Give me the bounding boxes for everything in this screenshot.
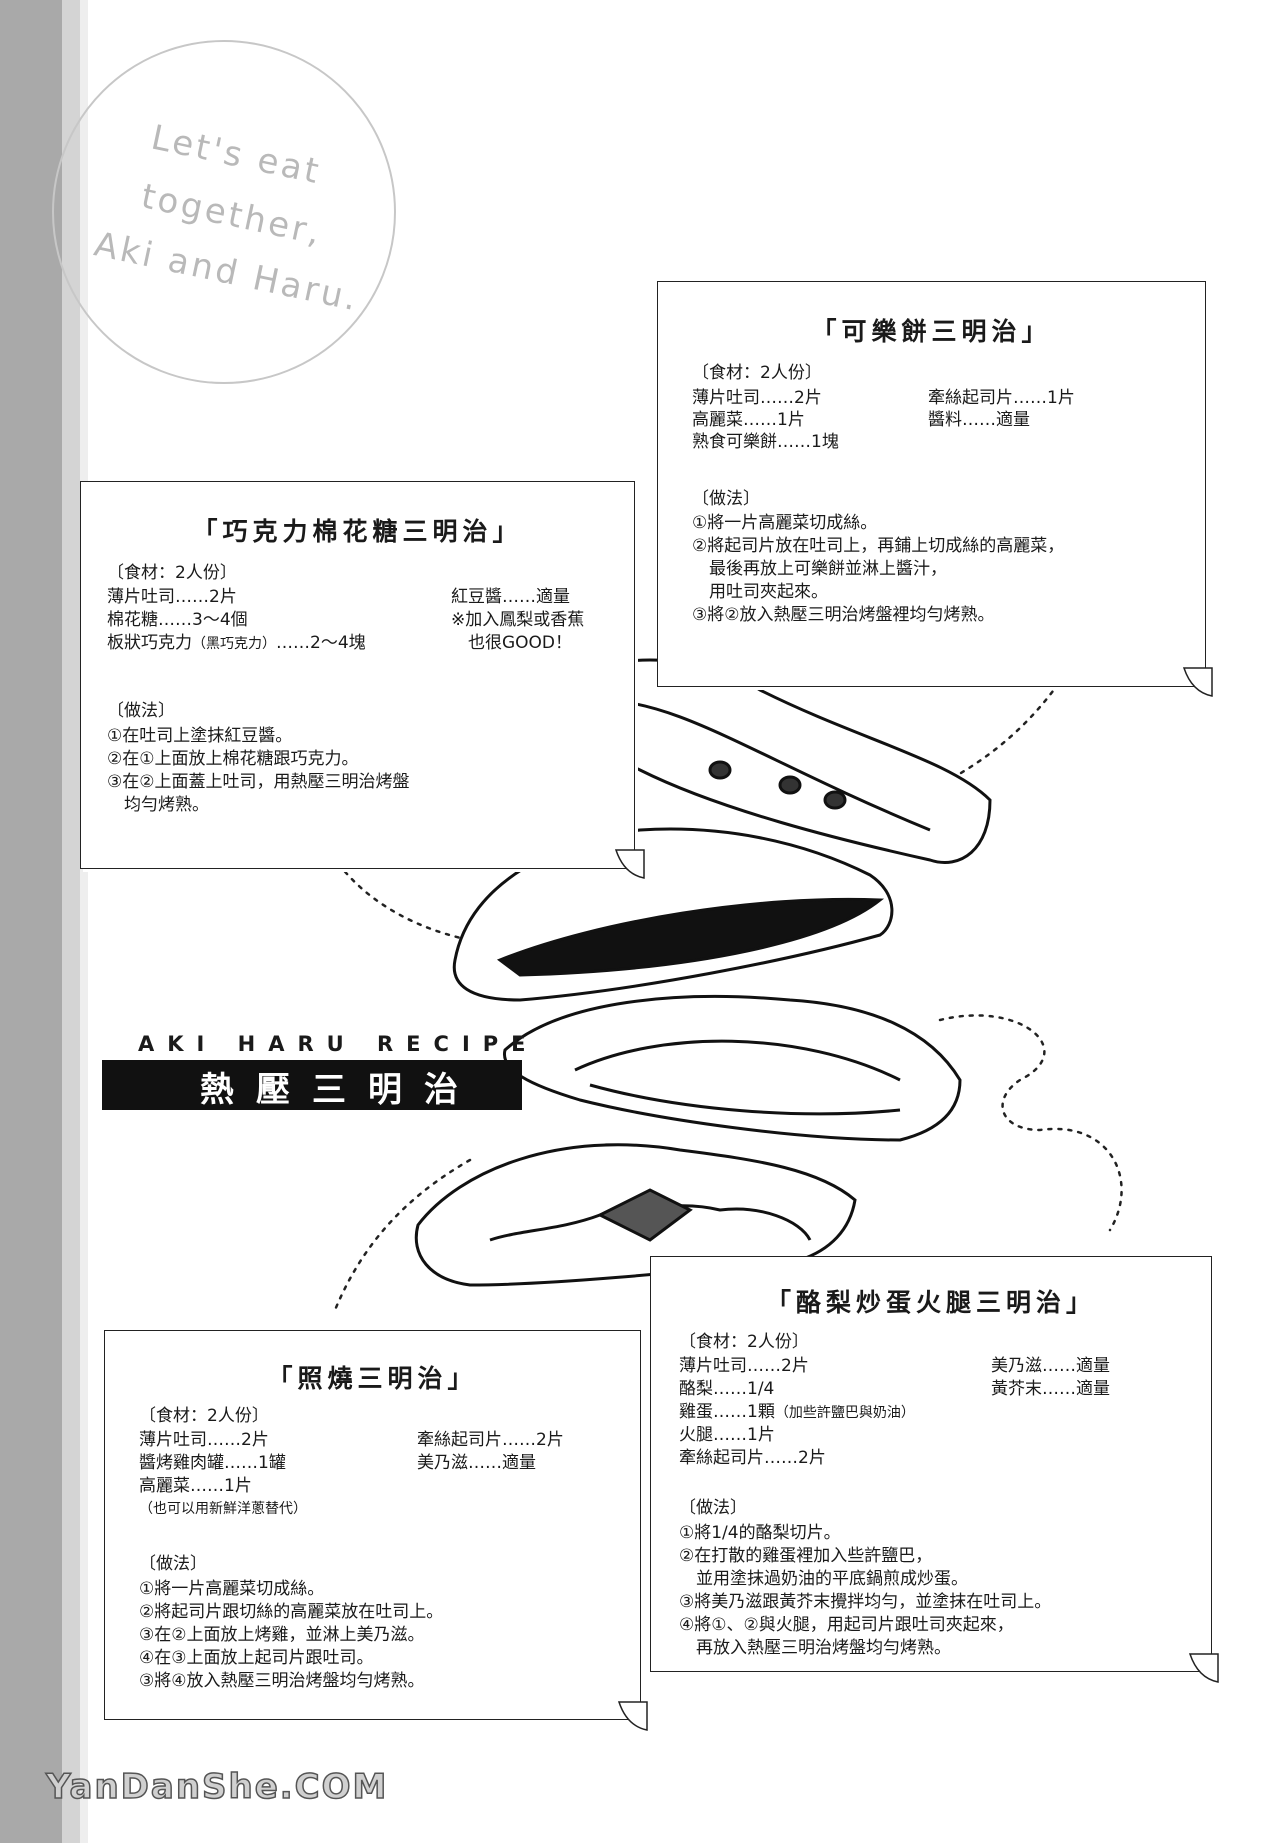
step-cola-4: 用吐司夾起來。 [692,582,828,602]
step-choco-3: ③在②上面蓋上吐司，用熱壓三明治烤盤 [107,772,410,792]
ingredient-cola-3: 熟食可樂餅……1塊 [692,432,839,452]
ingredient-teri-1: 薄片吐司……2片 [139,1430,269,1450]
step-teri-2: ②將起司片跟切絲的高麗菜放在吐司上。 [139,1602,444,1622]
step-cola-2: ②將起司片放在吐司上，再鋪上切成絲的高麗菜， [692,536,1065,556]
page-edge [0,0,62,1843]
method-header-avocado: 〔做法〕 [679,1498,747,1518]
step-avocado-1: ①將1/4的酪梨切片。 [679,1523,841,1543]
step-choco-4: 均勻烤熟。 [107,795,209,815]
step-teri-1: ①將一片高麗菜切成絲。 [139,1579,325,1599]
ingredients-header-teri: 〔食材：2人份〕 [139,1406,269,1426]
ingredients-header-cola: 〔食材：2人份〕 [692,363,822,383]
ingredient-cola-5: 醬料……適量 [928,410,1030,430]
recipe-label-english: AKI HARU RECIPE [138,1032,539,1056]
ingredient-avocado-6: 美乃滋……適量 [991,1356,1110,1376]
ingredient-cola-2: 高麗菜……1片 [692,410,805,430]
page-curl-icon [617,1701,648,1731]
page-edge-lighter [80,0,88,1843]
recipe-title-cola: 「可樂餅三明治」 [811,317,1052,346]
ingredient-teri-3: 高麗菜……1片 [139,1476,252,1496]
ingredient-choco-3-qty: ……2～4塊 [276,633,366,653]
method-header-choco: 〔做法〕 [107,701,175,721]
sandwich-teri [502,995,962,1142]
recipe-label-bar [102,1060,522,1110]
ingredient-choco-3-main: 板狀巧克力 [107,633,192,653]
ingredient-choco-note-2: 也很GOOD！ [451,633,573,653]
step-teri-4: ④在③上面放上起司片跟吐司。 [139,1648,374,1668]
ingredients-header-choco: 〔食材：2人份〕 [107,563,237,583]
ingredient-avocado-3-main: 雞蛋……1顆 [679,1402,775,1422]
page-curl-icon [1182,667,1213,697]
ingredient-avocado-4: 火腿……1片 [679,1425,775,1445]
step-teri-5: ③將④放入熱壓三明治烤盤均勻烤熟。 [139,1671,425,1691]
ingredient-teri-4: 牽絲起司片……2片 [417,1430,564,1450]
sandwich-avocado [414,1143,857,1287]
ingredient-avocado-7: 黃芥末……適量 [991,1379,1110,1399]
step-teri-3: ③在②上面放上烤雞，並淋上美乃滋。 [139,1625,425,1645]
ingredient-cola-1: 薄片吐司……2片 [692,388,822,408]
ingredient-teri-note: （也可以用新鮮洋蔥替代） [139,1501,307,1517]
method-header-cola: 〔做法〕 [692,489,760,509]
method-header-teri: 〔做法〕 [139,1554,207,1574]
recipe-title-teri: 「照燒三明治」 [267,1364,478,1393]
ingredient-avocado-5: 牽絲起司片……2片 [679,1448,826,1468]
page-curl-icon [614,849,645,879]
ingredient-choco-2: 棉花糖……3～4個 [107,610,248,630]
recipe-card-avocado: 「酪梨炒蛋火腿三明治」 〔食材：2人份〕 薄片吐司……2片 酪梨……1/4 雞蛋… [650,1256,1212,1672]
step-cola-3: 最後再放上可樂餅並淋上醬汁， [692,559,947,579]
step-avocado-3: 並用塗抹過奶油的平底鍋煎成炒蛋。 [679,1569,968,1589]
ingredient-teri-2: 醬烤雞肉罐……1罐 [139,1453,286,1473]
dotted-line-avocado [938,1014,1123,1232]
stamp-circle [52,40,396,384]
step-choco-2: ②在①上面放上棉花糖跟巧克力。 [107,749,359,769]
recipe-card-teri: 「照燒三明治」 〔食材：2人份〕 薄片吐司……2片 醬烤雞肉罐……1罐 高麗菜…… [104,1330,641,1720]
ingredient-teri-5: 美乃滋……適量 [417,1453,536,1473]
recipe-label-japanese: 熱壓三明治 [200,1070,480,1110]
recipe-card-cola: 「可樂餅三明治」 〔食材：2人份〕 薄片吐司……2片 高麗菜……1片 熟食可樂餅… [657,281,1206,687]
ingredient-choco-note-1: ※加入鳳梨或香蕉 [451,610,585,630]
sandwich-choco [452,827,894,1002]
step-avocado-4: ③將美乃滋跟黃芥末攪拌均勻，並塗抹在吐司上。 [679,1592,1052,1612]
ingredient-cola-4: 牽絲起司片……1片 [928,388,1075,408]
page-edge-light [62,0,80,1843]
recipe-title-avocado: 「酪梨炒蛋火腿三明治」 [765,1288,1096,1317]
step-cola-1: ①將一片高麗菜切成絲。 [692,513,878,533]
step-choco-1: ①在吐司上塗抹紅豆醬。 [107,726,293,746]
ingredient-choco-1: 薄片吐司……2片 [107,587,237,607]
dotted-line-teri [333,1158,472,1312]
ingredient-avocado-2: 酪梨……1/4 [679,1379,775,1399]
ingredient-choco-4: 紅豆醬……適量 [451,587,570,607]
recipe-card-choco: 「巧克力棉花糖三明治」 〔食材：2人份〕 薄片吐司……2片 棉花糖……3～4個 … [80,481,635,869]
ingredient-avocado-3-note: （加些許鹽巴與奶油） [774,1405,915,1421]
ingredient-avocado-3: 雞蛋……1顆（加些許鹽巴與奶油） [679,1401,915,1425]
ingredient-choco-3: 板狀巧克力（黑巧克力）……2～4塊 [107,632,366,656]
ingredient-avocado-1: 薄片吐司……2片 [679,1356,809,1376]
page-curl-icon [1188,1653,1219,1683]
ingredients-header-avocado: 〔食材：2人份〕 [679,1332,809,1352]
step-avocado-6: 再放入熱壓三明治烤盤均勻烤熟。 [679,1638,951,1658]
step-avocado-5: ④將①、②與火腿，用起司片跟吐司夾起來， [679,1615,1014,1635]
ingredient-choco-3-note: （黑巧克力） [192,636,276,652]
watermark: YanDanShe.COM [45,1766,389,1808]
recipe-title-choco: 「巧克力棉花糖三明治」 [192,517,523,546]
step-cola-5: ③將②放入熱壓三明治烤盤裡均勻烤熟。 [692,605,995,625]
step-avocado-2: ②在打散的雞蛋裡加入些許鹽巴， [679,1546,933,1566]
